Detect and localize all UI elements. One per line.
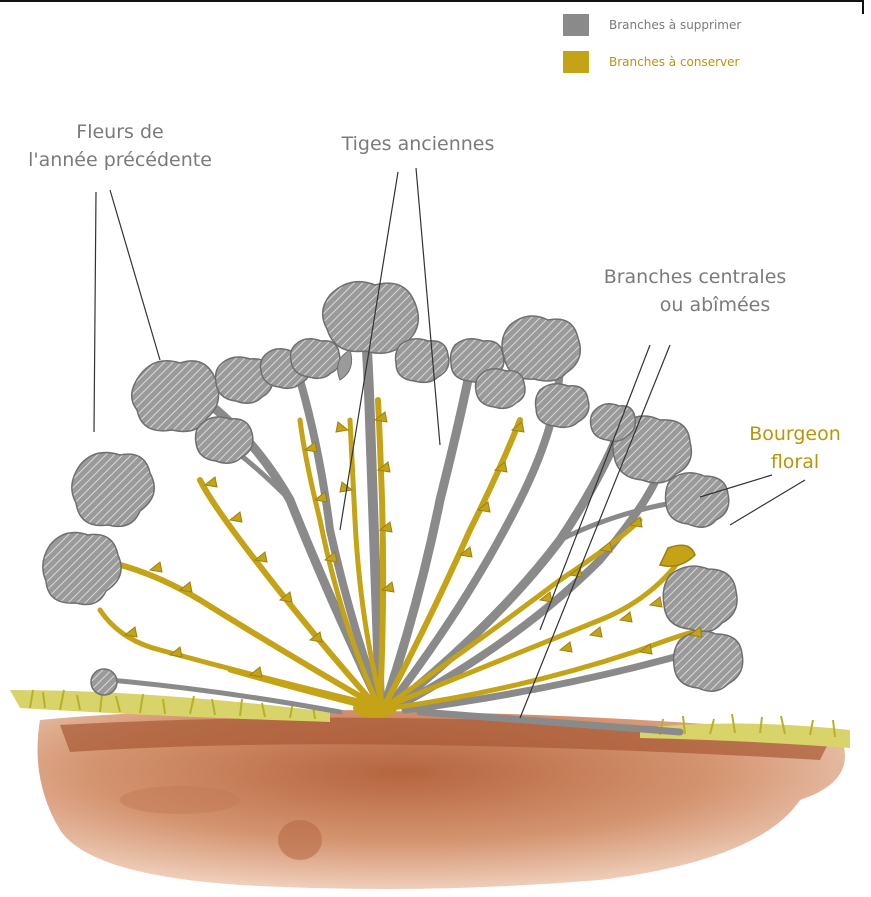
label-central-branches: Branches centrales ou abîmées	[590, 263, 800, 319]
legend-keep-label: Branches à conserver	[609, 55, 739, 69]
label-line: ou abîmées	[590, 291, 800, 319]
legend-item-remove: Branches à supprimer	[563, 14, 741, 36]
label-line: Branches centrales	[590, 263, 800, 291]
gray-swatch-icon	[563, 14, 589, 36]
label-line: l'année précédente	[20, 146, 220, 174]
legend-item-keep: Branches à conserver	[563, 51, 739, 73]
label-old-stems: Tiges anciennes	[318, 130, 518, 158]
label-flower-bud: Bourgeon floral	[740, 420, 850, 476]
label-line: floral	[740, 448, 850, 476]
label-line: Bourgeon	[740, 420, 850, 448]
legend-remove-label: Branches à supprimer	[609, 18, 741, 32]
old-flower-heads	[43, 282, 743, 695]
gold-swatch-icon	[563, 51, 589, 73]
label-previous-year-flowers: Fleurs de l'année précédente	[20, 118, 220, 174]
label-line: Fleurs de	[20, 118, 220, 146]
